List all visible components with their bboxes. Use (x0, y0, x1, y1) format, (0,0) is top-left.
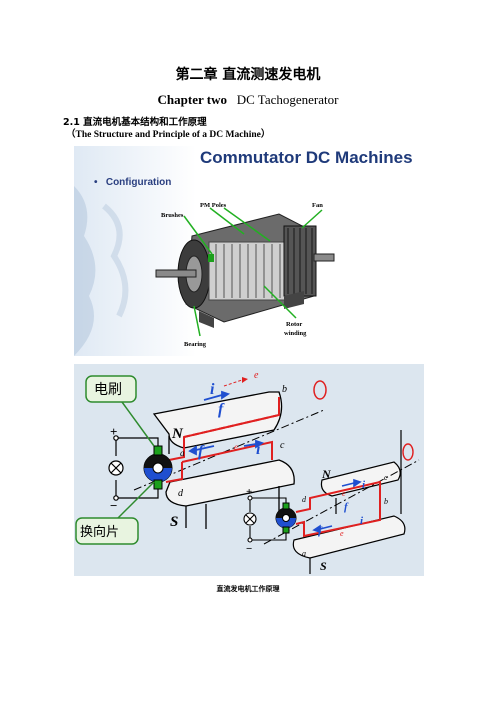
chapter-title-en: Chapter two DC Tachogenerator (0, 92, 496, 108)
letter-e-right-top: e (342, 489, 346, 498)
pole-s-label-right: S (320, 559, 327, 573)
letter-f-right-bottom: f (318, 525, 323, 537)
label-rotor: Rotor (286, 321, 302, 328)
emf-arrow-left (223, 379, 243, 387)
plus-right: + (246, 486, 252, 498)
letter-i-top: i (210, 381, 215, 398)
rotation-indicator-left (313, 380, 327, 400)
slide-background-map (74, 186, 129, 356)
motor-cutaway (155, 213, 335, 328)
pole-n-label-left: N (171, 426, 184, 442)
slide-bullet-text: Configuration (105, 177, 172, 188)
section-subtitle: （The Structure and Principle of a DC Mac… (66, 130, 271, 140)
rotation-axis-right (263, 459, 420, 545)
pole-n-label-right: N (321, 467, 332, 481)
label-brushes: Brushes (161, 212, 184, 219)
commutator-right (275, 502, 297, 534)
letter-d-left: d (178, 488, 184, 499)
conductor-ab (183, 414, 280, 438)
callout-lines (183, 207, 323, 337)
brush-callout (85, 375, 155, 447)
chapter-title-en-bold: Chapter two (157, 92, 227, 107)
letter-e-mid: e (234, 442, 238, 452)
letter-i-right-top: i (362, 479, 366, 491)
commutator-left (143, 445, 173, 490)
letter-f-mid: f (198, 443, 205, 460)
label-fan: Fan (312, 202, 323, 209)
letter-c-left: c (280, 440, 285, 451)
rotation-indicator-right (402, 443, 414, 461)
brush-marker (208, 254, 214, 262)
section-heading: 2.1 直流电机基本结构和工作原理 (63, 117, 207, 128)
configuration-slide: Commutator DC Machines • Configuration (74, 146, 424, 356)
letter-d-right: d (302, 495, 307, 504)
letter-c-right: c (384, 473, 388, 482)
principle-diagram-svg: 电刷 换向片 N S + − a b c d e e i i f f N S +… (75, 370, 420, 574)
label-bearing: Bearing (184, 341, 207, 348)
letter-i-right-bottom: i (360, 515, 364, 527)
letter-e-top: e (254, 370, 259, 381)
external-circuit-left (108, 435, 159, 501)
label-winding: winding (284, 330, 307, 337)
letter-i-mid: i (256, 441, 261, 458)
figure-caption: 直流发电机工作原理 (216, 585, 280, 593)
letter-f-top: f (218, 401, 225, 418)
letter-a-left: a (180, 448, 185, 458)
pole-s-left (165, 459, 295, 529)
chapter-title-cn: 第二章 直流测速发电机 (175, 67, 321, 83)
letter-b-left: b (282, 384, 287, 395)
label-pm-poles: PM Poles (200, 202, 227, 209)
letter-e-right-bottom: e (340, 529, 344, 538)
slide-title: Commutator DC Machines (200, 148, 413, 167)
chapter-title-en-rest: DC Tachogenerator (236, 92, 339, 107)
generator-principle-diagram: 电刷 换向片 N S + − a b c d e e i i f f N S +… (74, 364, 424, 576)
plus-left: + (110, 424, 117, 439)
letter-f-right-top: f (344, 501, 349, 513)
letter-a-right: a (302, 549, 306, 558)
pole-n-left (152, 391, 283, 454)
pole-s-label-left: S (170, 514, 178, 530)
pole-s-right (292, 515, 406, 574)
current-arrows-left (188, 390, 265, 456)
commutator-callout (75, 481, 155, 545)
minus-left: − (110, 498, 117, 513)
commutator-label: 换向片 (80, 524, 119, 539)
motor-illustration: PM Poles Fan Brushes Rotor winding Beari… (155, 202, 335, 348)
brush-label: 电刷 (94, 382, 122, 398)
slide-bullet: • Configuration (94, 177, 172, 188)
minus-right: − (246, 543, 252, 555)
conductor-loop-right (295, 480, 381, 538)
external-circuit-right (243, 495, 287, 543)
letter-b-right: b (384, 497, 388, 506)
current-arrows-right (312, 478, 362, 534)
pole-n-right (320, 461, 401, 514)
